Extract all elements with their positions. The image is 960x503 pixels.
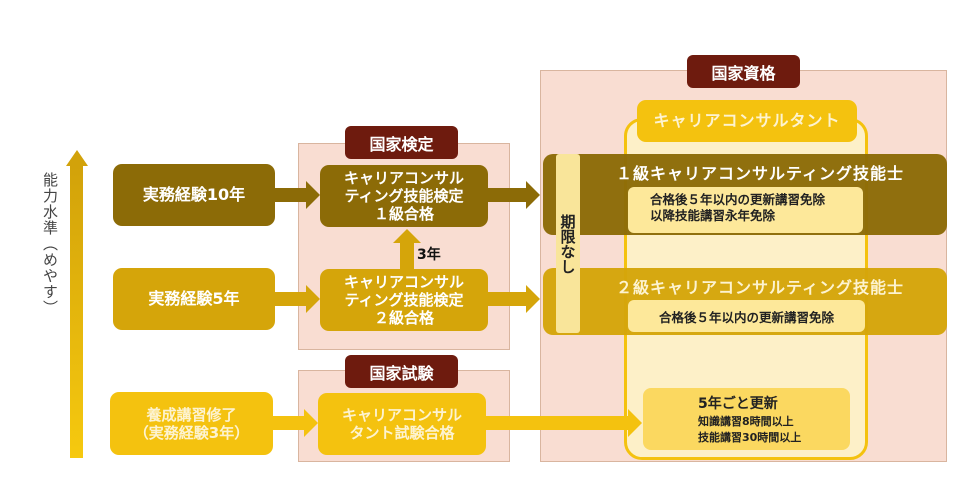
no-limit-label: 期限なし (556, 154, 580, 333)
axis-label: 能力水準（めやす） (41, 172, 59, 316)
shiken-tag: 国家試験 (345, 355, 458, 388)
renewal-title: 5年ごと更新 (698, 396, 778, 412)
consultant-header: キャリアコンサルタント (637, 100, 857, 142)
ability-axis-arrowhead (66, 150, 88, 166)
ability-axis-arrow (70, 165, 83, 458)
experience-10-years: 実務経験10年 (113, 164, 275, 226)
arrow-shiken-to-renewal (486, 409, 642, 437)
kentei-tag: 国家検定 (345, 126, 458, 159)
up-arrow-head (393, 229, 421, 243)
arrow-grade1-to-shikaku (488, 181, 540, 209)
shiken-pass-box: キャリアコンサル タント試験合格 (318, 393, 486, 455)
renewal-knowledge: 知識講習8時間以上 (698, 415, 794, 428)
arrow-grade2-to-shikaku (488, 285, 540, 313)
experience-5-years: 実務経験5年 (113, 268, 275, 330)
renewal-skill: 技能講習30時間以上 (698, 431, 802, 444)
arrow-exp5-to-grade2 (275, 285, 320, 313)
kentei-grade2-box: キャリアコンサル ティング技能検定 ２級合格 (320, 269, 488, 331)
grade2-note: 合格後５年以内の更新講習免除 (628, 300, 865, 332)
shikaku-tag: 国家資格 (687, 55, 800, 88)
up-arrow-shaft (400, 242, 414, 269)
kentei-grade1-box: キャリアコンサル ティング技能検定 １級合格 (320, 165, 488, 227)
arrow-exp10-to-grade1 (275, 181, 320, 209)
arrow-training-to-shiken (273, 409, 318, 437)
grade1-title: １級キャリアコンサルティング技能士 (615, 164, 905, 183)
years-label: 3年 (417, 247, 441, 263)
grade1-note: 合格後５年以内の更新講習免除 以降技能講習永年免除 (628, 187, 863, 233)
grade2-title: ２級キャリアコンサルティング技能士 (615, 278, 905, 297)
renewal-box: 5年ごと更新 知識講習8時間以上 技能講習30時間以上 (643, 388, 850, 450)
training-completion: 養成講習修了 （実務経験3年） (110, 392, 273, 455)
